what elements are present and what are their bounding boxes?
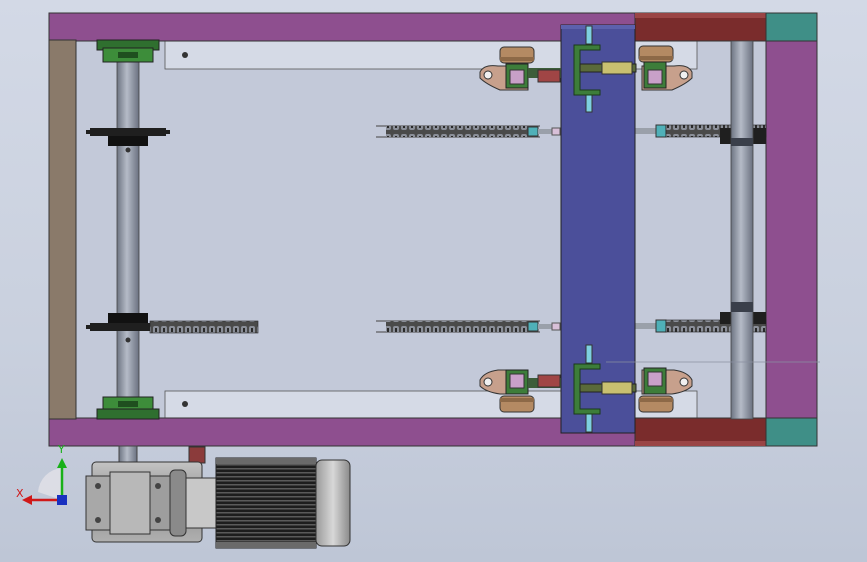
drive-coupling: [118, 445, 138, 463]
left-drive-shaft: [116, 57, 140, 403]
motor-terminal-box: [188, 446, 206, 464]
roller-assembly-top-left: [479, 46, 561, 91]
coordinate-triad: [22, 458, 67, 505]
gear-reducer: [85, 461, 217, 543]
base-plate: [75, 39, 767, 420]
roller-assembly-top-right: [638, 45, 693, 91]
left-frame-side: [48, 39, 77, 420]
teal-block-top: [765, 12, 818, 42]
carriage-bottom-clamp: [573, 344, 637, 433]
left-top-bearing: [96, 39, 160, 63]
x-axis-label: X: [16, 487, 24, 500]
bottom-frame-rail: [48, 417, 636, 447]
roller-assembly-bottom-left: [479, 369, 561, 413]
right-frame-side: [765, 39, 818, 420]
electric-motor: [215, 457, 351, 549]
left-bottom-chain: [149, 320, 259, 334]
top-frame-rail: [48, 12, 636, 42]
mid-top-chain: [376, 125, 561, 138]
right-idler-shaft: [730, 40, 754, 420]
teal-block-bottom: [765, 417, 818, 447]
left-bottom-sprocket: [86, 313, 170, 343]
left-bottom-bearing: [96, 396, 160, 420]
roller-assembly-bottom-right: [638, 367, 693, 413]
y-axis-label: Y: [57, 443, 65, 456]
mid-bottom-chain: [376, 320, 561, 333]
left-top-sprocket: [86, 128, 170, 153]
carriage-top-clamp: [573, 25, 637, 113]
carriage-plate: [560, 24, 636, 434]
